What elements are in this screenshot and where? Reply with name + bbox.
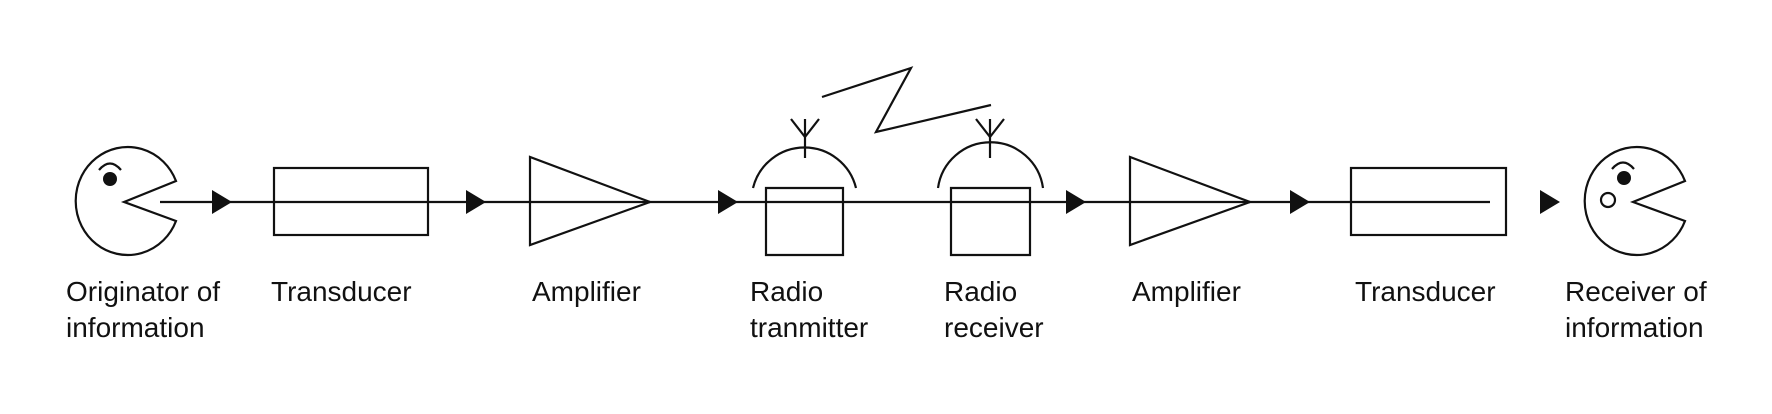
originator-label-line-1: Originator of [66, 276, 221, 307]
radio-receiver-label-line-1: Radio [944, 276, 1018, 307]
radio-wave-zigzag-icon [821, 66, 992, 134]
amplifier-1-label: Amplifier [532, 274, 641, 310]
radio-transmitter-label-line-1: Radio [750, 276, 824, 307]
transducer-1-label: Transducer [271, 274, 412, 310]
transducer-2-box [1349, 166, 1508, 237]
flow-arrow-icon [718, 190, 738, 214]
originator-head-icon [74, 145, 178, 257]
radio-receiver-icon [936, 118, 1045, 257]
amplifier-2-label-line-1: Amplifier [1132, 276, 1241, 307]
radio-receiver-label-line-2: receiver [944, 312, 1044, 343]
flow-arrow-icon [1290, 190, 1310, 214]
radio-transmitter-label: Radio tranmitter [750, 274, 868, 346]
receiver-head-icon [1583, 145, 1687, 257]
radio-transmitter-label-line-2: tranmitter [750, 312, 869, 343]
transducer-2-label: Transducer [1355, 274, 1496, 310]
radio-receiver-label: Radio receiver [944, 274, 1044, 346]
receiver-label-line-1: Receiver of [1565, 276, 1707, 307]
originator-label-line-2: information [66, 312, 205, 343]
radio-transmitter-icon [751, 118, 858, 257]
transducer-1-box [272, 166, 430, 237]
transducer-1-label-line-1: Transducer [271, 276, 412, 307]
receiver-label: Receiver of information [1565, 274, 1707, 346]
flow-arrow-icon [1066, 190, 1086, 214]
transducer-2-label-line-1: Transducer [1355, 276, 1496, 307]
amplifier-1-label-line-1: Amplifier [532, 276, 641, 307]
flow-arrow-icon [466, 190, 486, 214]
flow-arrow-icon [1540, 190, 1560, 214]
receiver-label-line-2: information [1565, 312, 1704, 343]
originator-label: Originator of information [66, 274, 220, 346]
flow-arrow-icon [212, 190, 232, 214]
amplifier-2-label: Amplifier [1132, 274, 1241, 310]
